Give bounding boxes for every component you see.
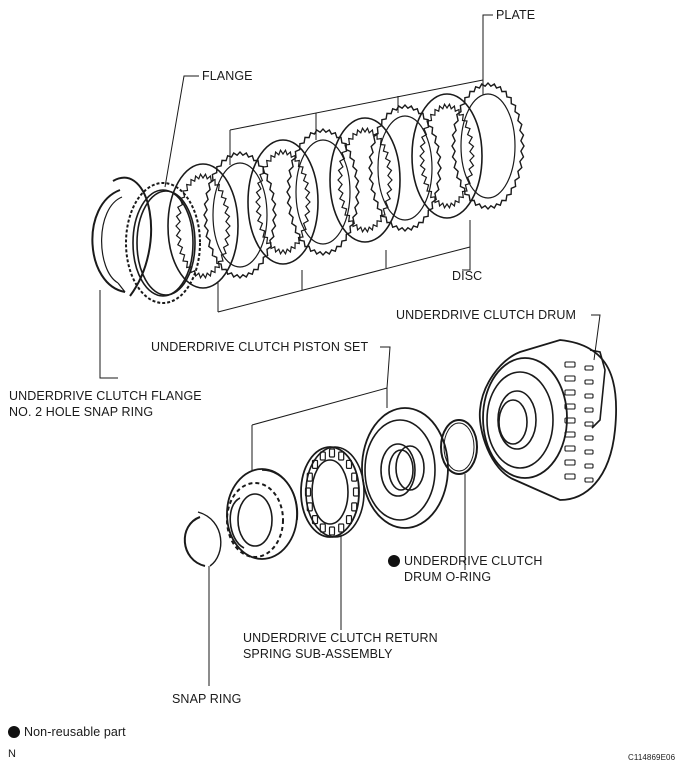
- snap-ring-part: [183, 511, 222, 567]
- label-flange-snap-ring-line2: NO. 2 HOLE SNAP RING: [9, 405, 154, 419]
- clutch-disc-1: [167, 163, 239, 289]
- legend-non-reusable-icon: [8, 726, 20, 738]
- clutch-plate-2: [203, 150, 277, 280]
- label-o-ring: UNDERDRIVE CLUTCH DRUM O-RING: [388, 553, 543, 585]
- non-reusable-marker-icon: [388, 555, 400, 567]
- clutch-disc-3: [247, 139, 319, 265]
- label-clutch-drum: UNDERDRIVE CLUTCH DRUM: [396, 308, 576, 322]
- label-flange: FLANGE: [202, 69, 253, 83]
- stack-leaders: [99, 14, 493, 379]
- flange-part: [125, 182, 201, 304]
- piston-dish-part: [361, 407, 449, 529]
- assembly-leaders: [208, 314, 601, 686]
- clutch-pack-stack: [91, 81, 525, 304]
- legend-non-reusable-text: Non-reusable part: [24, 725, 126, 739]
- label-return-spring-line2: SPRING SUB-ASSEMBLY: [243, 647, 393, 661]
- flange-snap-ring-part: [91, 177, 152, 297]
- label-return-spring-line1: UNDERDRIVE CLUTCH RETURN: [243, 631, 438, 645]
- clutch-plate-6: [368, 103, 442, 233]
- return-spring-part: [300, 446, 365, 538]
- figure-code: C114869E06: [628, 753, 676, 762]
- clutch-plate-8: [451, 81, 525, 211]
- clutch-disc-5: [329, 117, 401, 243]
- piston-part: [226, 468, 299, 560]
- clutch-plate-4: [286, 127, 360, 257]
- label-plate: PLATE: [496, 8, 536, 22]
- label-disc: DISC: [452, 269, 483, 283]
- label-o-ring-line1: UNDERDRIVE CLUTCH: [404, 554, 543, 568]
- drum-o-ring-part: [440, 419, 478, 475]
- label-snap-ring: SNAP RING: [172, 692, 242, 706]
- clutch-drum-part: [478, 339, 618, 501]
- label-o-ring-line2: DRUM O-RING: [404, 570, 492, 584]
- clutch-disc-7: [411, 93, 483, 219]
- legend: Non-reusable part: [8, 724, 126, 740]
- label-flange-snap-ring-line1: UNDERDRIVE CLUTCH FLANGE: [9, 389, 202, 403]
- label-piston-set: UNDERDRIVE CLUTCH PISTON SET: [151, 340, 369, 354]
- label-flange-snap-ring: UNDERDRIVE CLUTCH FLANGE NO. 2 HOLE SNAP…: [9, 388, 202, 420]
- orientation-mark: N: [8, 748, 17, 760]
- lower-assembly: [183, 339, 618, 567]
- label-return-spring: UNDERDRIVE CLUTCH RETURN SPRING SUB-ASSE…: [243, 630, 438, 662]
